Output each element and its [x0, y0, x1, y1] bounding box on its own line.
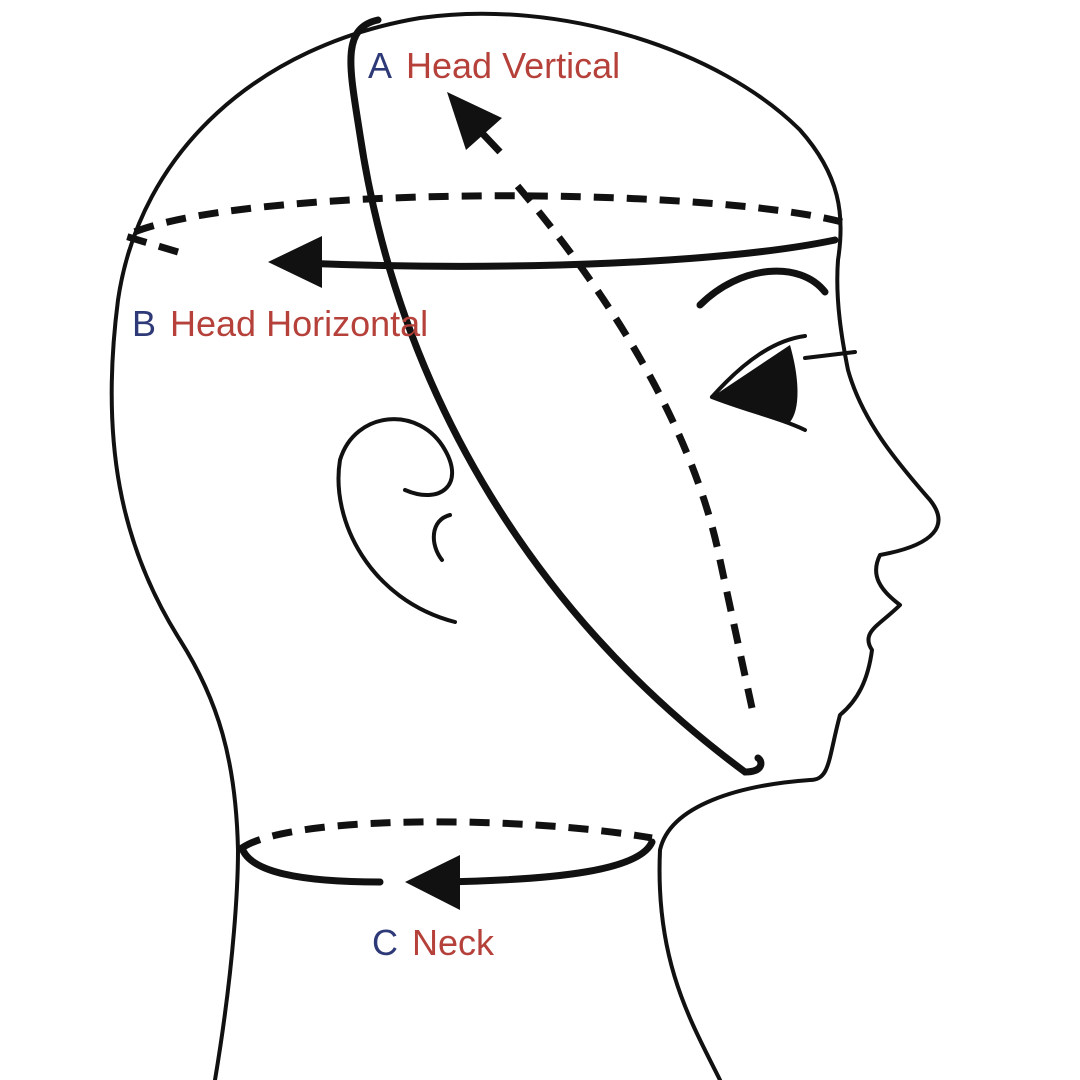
label-head-vertical: A Head Vertical — [368, 45, 620, 87]
label-name: Head Vertical — [406, 45, 621, 86]
label-letter: C — [372, 922, 398, 963]
vertical-dashed-line — [512, 180, 756, 709]
label-neck: C Neck — [372, 922, 494, 964]
eyelash — [803, 350, 857, 360]
neck-dashed-line — [240, 818, 653, 851]
eyebrow — [696, 267, 829, 309]
vertical-arrowhead — [447, 92, 502, 150]
upper-eyelid — [710, 334, 807, 399]
head-profile-outline — [109, 11, 941, 1080]
neck-arrowhead — [405, 855, 460, 910]
horizontal-dashed-line — [115, 192, 843, 256]
horizontal-measurement-line — [296, 236, 839, 270]
vertical-arrow-shaft — [479, 130, 503, 155]
ear-outer — [336, 417, 457, 624]
lower-eyelid — [710, 395, 807, 432]
label-name: Neck — [412, 922, 495, 963]
ear-inner — [431, 513, 452, 562]
neck-measurement-line-right — [436, 838, 656, 886]
label-name: Head Horizontal — [170, 303, 429, 344]
label-letter: B — [132, 303, 157, 344]
horizontal-arrowhead — [268, 236, 322, 288]
neck-measurement-line — [238, 844, 384, 886]
label-letter: A — [368, 45, 393, 86]
label-head-horizontal: B Head Horizontal — [132, 303, 428, 345]
vertical-measurement-line — [347, 16, 765, 776]
